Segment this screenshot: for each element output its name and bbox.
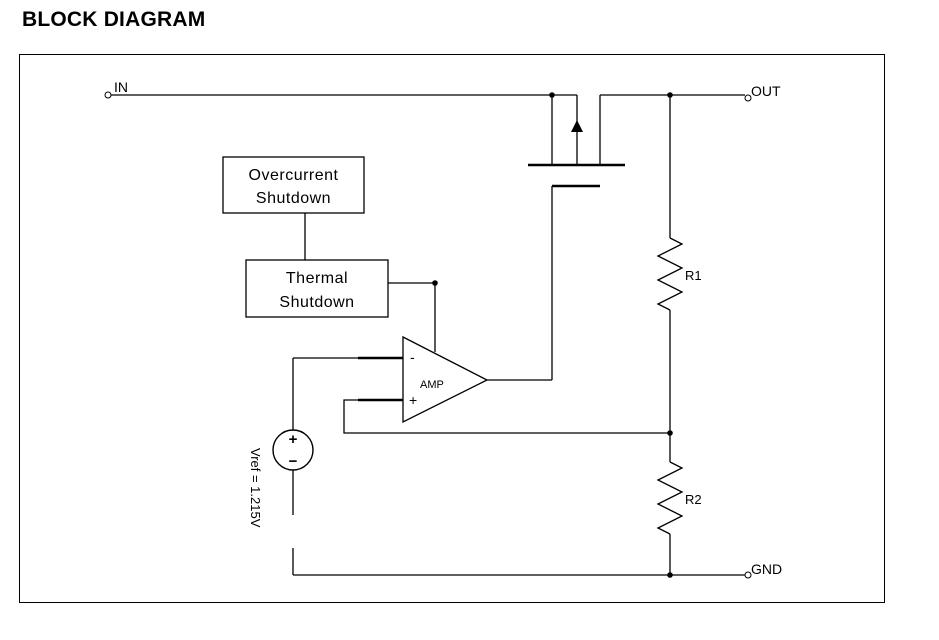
vref-minus: − xyxy=(289,453,298,470)
r1-resistor xyxy=(656,237,684,311)
error-amplifier xyxy=(402,335,489,424)
vref-label: Vref = 1.215V xyxy=(248,448,263,528)
diagram-frame xyxy=(19,54,885,603)
vref-plus: + xyxy=(289,431,298,448)
amp-noninverting-sign: + xyxy=(409,392,417,408)
pass-transistor xyxy=(528,94,625,188)
out-pin-label: OUT xyxy=(751,83,781,99)
junction-dot xyxy=(432,280,438,286)
in-terminal xyxy=(104,91,112,99)
r1-label: R1 xyxy=(685,268,702,283)
overcurrent-line2: Shutdown xyxy=(256,190,331,207)
out-terminal xyxy=(744,94,752,102)
page-title: BLOCK DIAGRAM xyxy=(22,8,206,31)
thermal-line1: Thermal xyxy=(286,270,348,287)
gnd-pin-label: GND xyxy=(751,561,782,577)
gnd-terminal xyxy=(744,571,752,579)
overcurrent-shutdown-block xyxy=(222,156,365,214)
thermal-line2: Shutdown xyxy=(279,294,354,311)
amp-label: AMP xyxy=(420,379,444,391)
overcurrent-line1: Overcurrent xyxy=(249,167,339,184)
thermal-shutdown-block xyxy=(245,259,389,318)
r2-resistor xyxy=(656,461,684,535)
amp-inverting-sign: - xyxy=(410,349,415,365)
r2-label: R2 xyxy=(685,492,702,507)
feedback-wire xyxy=(343,399,670,434)
in-pin-label: IN xyxy=(114,79,128,95)
